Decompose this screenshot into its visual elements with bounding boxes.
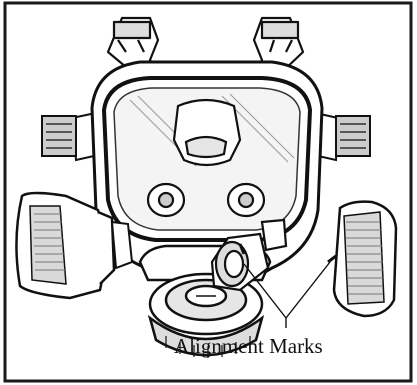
alignment-marks-label: Alignment Marks (174, 334, 404, 359)
left-connector (112, 222, 132, 268)
right-filter-cartridge (328, 202, 396, 316)
